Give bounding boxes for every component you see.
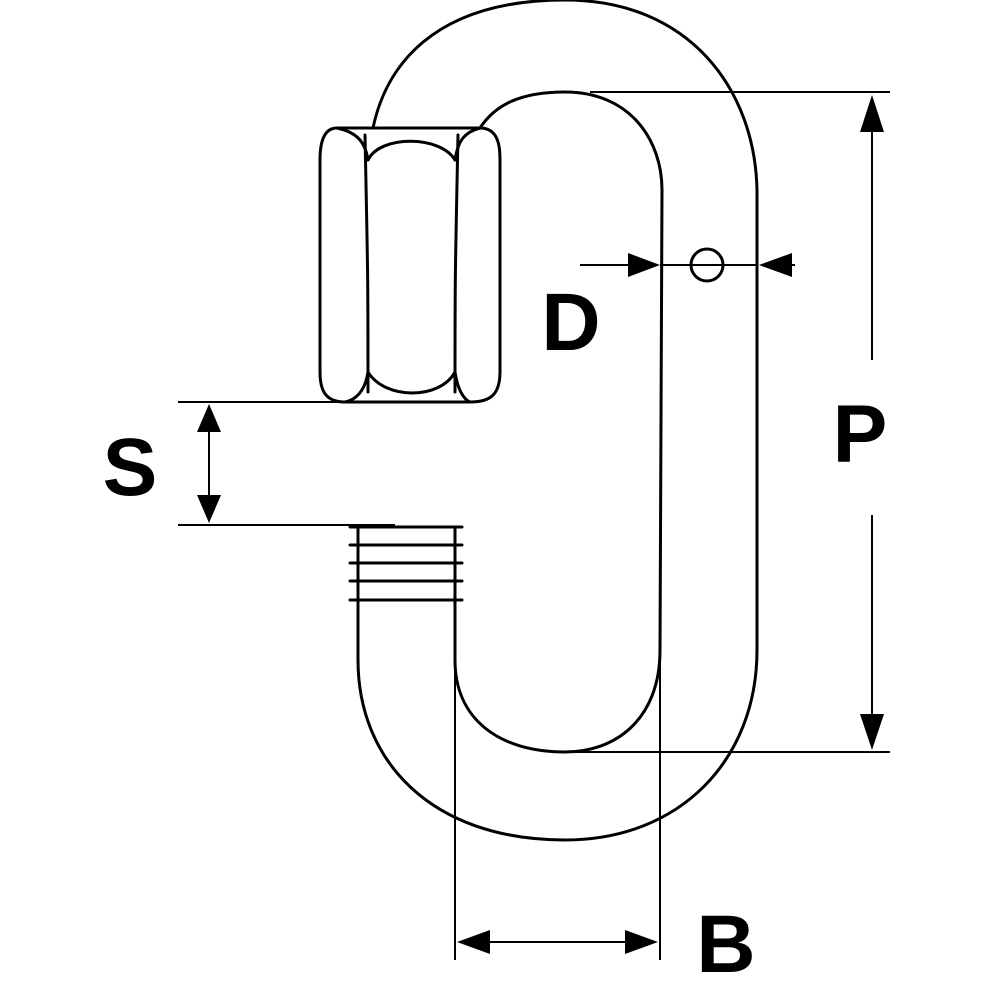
label-d: D [541,277,600,368]
dimension-p: P [565,91,890,753]
dimension-s: S [103,401,395,526]
link-inner-contour [453,90,664,754]
arrow-b-left [457,930,490,954]
thread-section [348,525,464,602]
dimension-d: D [541,253,795,368]
quick-link-body [356,0,759,842]
link-outer-contour [356,0,759,842]
label-s: S [103,422,158,513]
arrow-d-right [759,253,792,277]
arrow-p-top [860,95,884,132]
arrow-s-top [197,404,221,432]
hex-nut [318,126,502,404]
dimension-b: B [454,650,756,990]
label-p: P [833,389,888,480]
arrow-b-right [625,930,658,954]
label-b: B [696,899,755,990]
arrow-d-left [628,253,660,277]
arrow-s-bottom [197,495,221,523]
arrow-p-bottom [860,714,884,750]
